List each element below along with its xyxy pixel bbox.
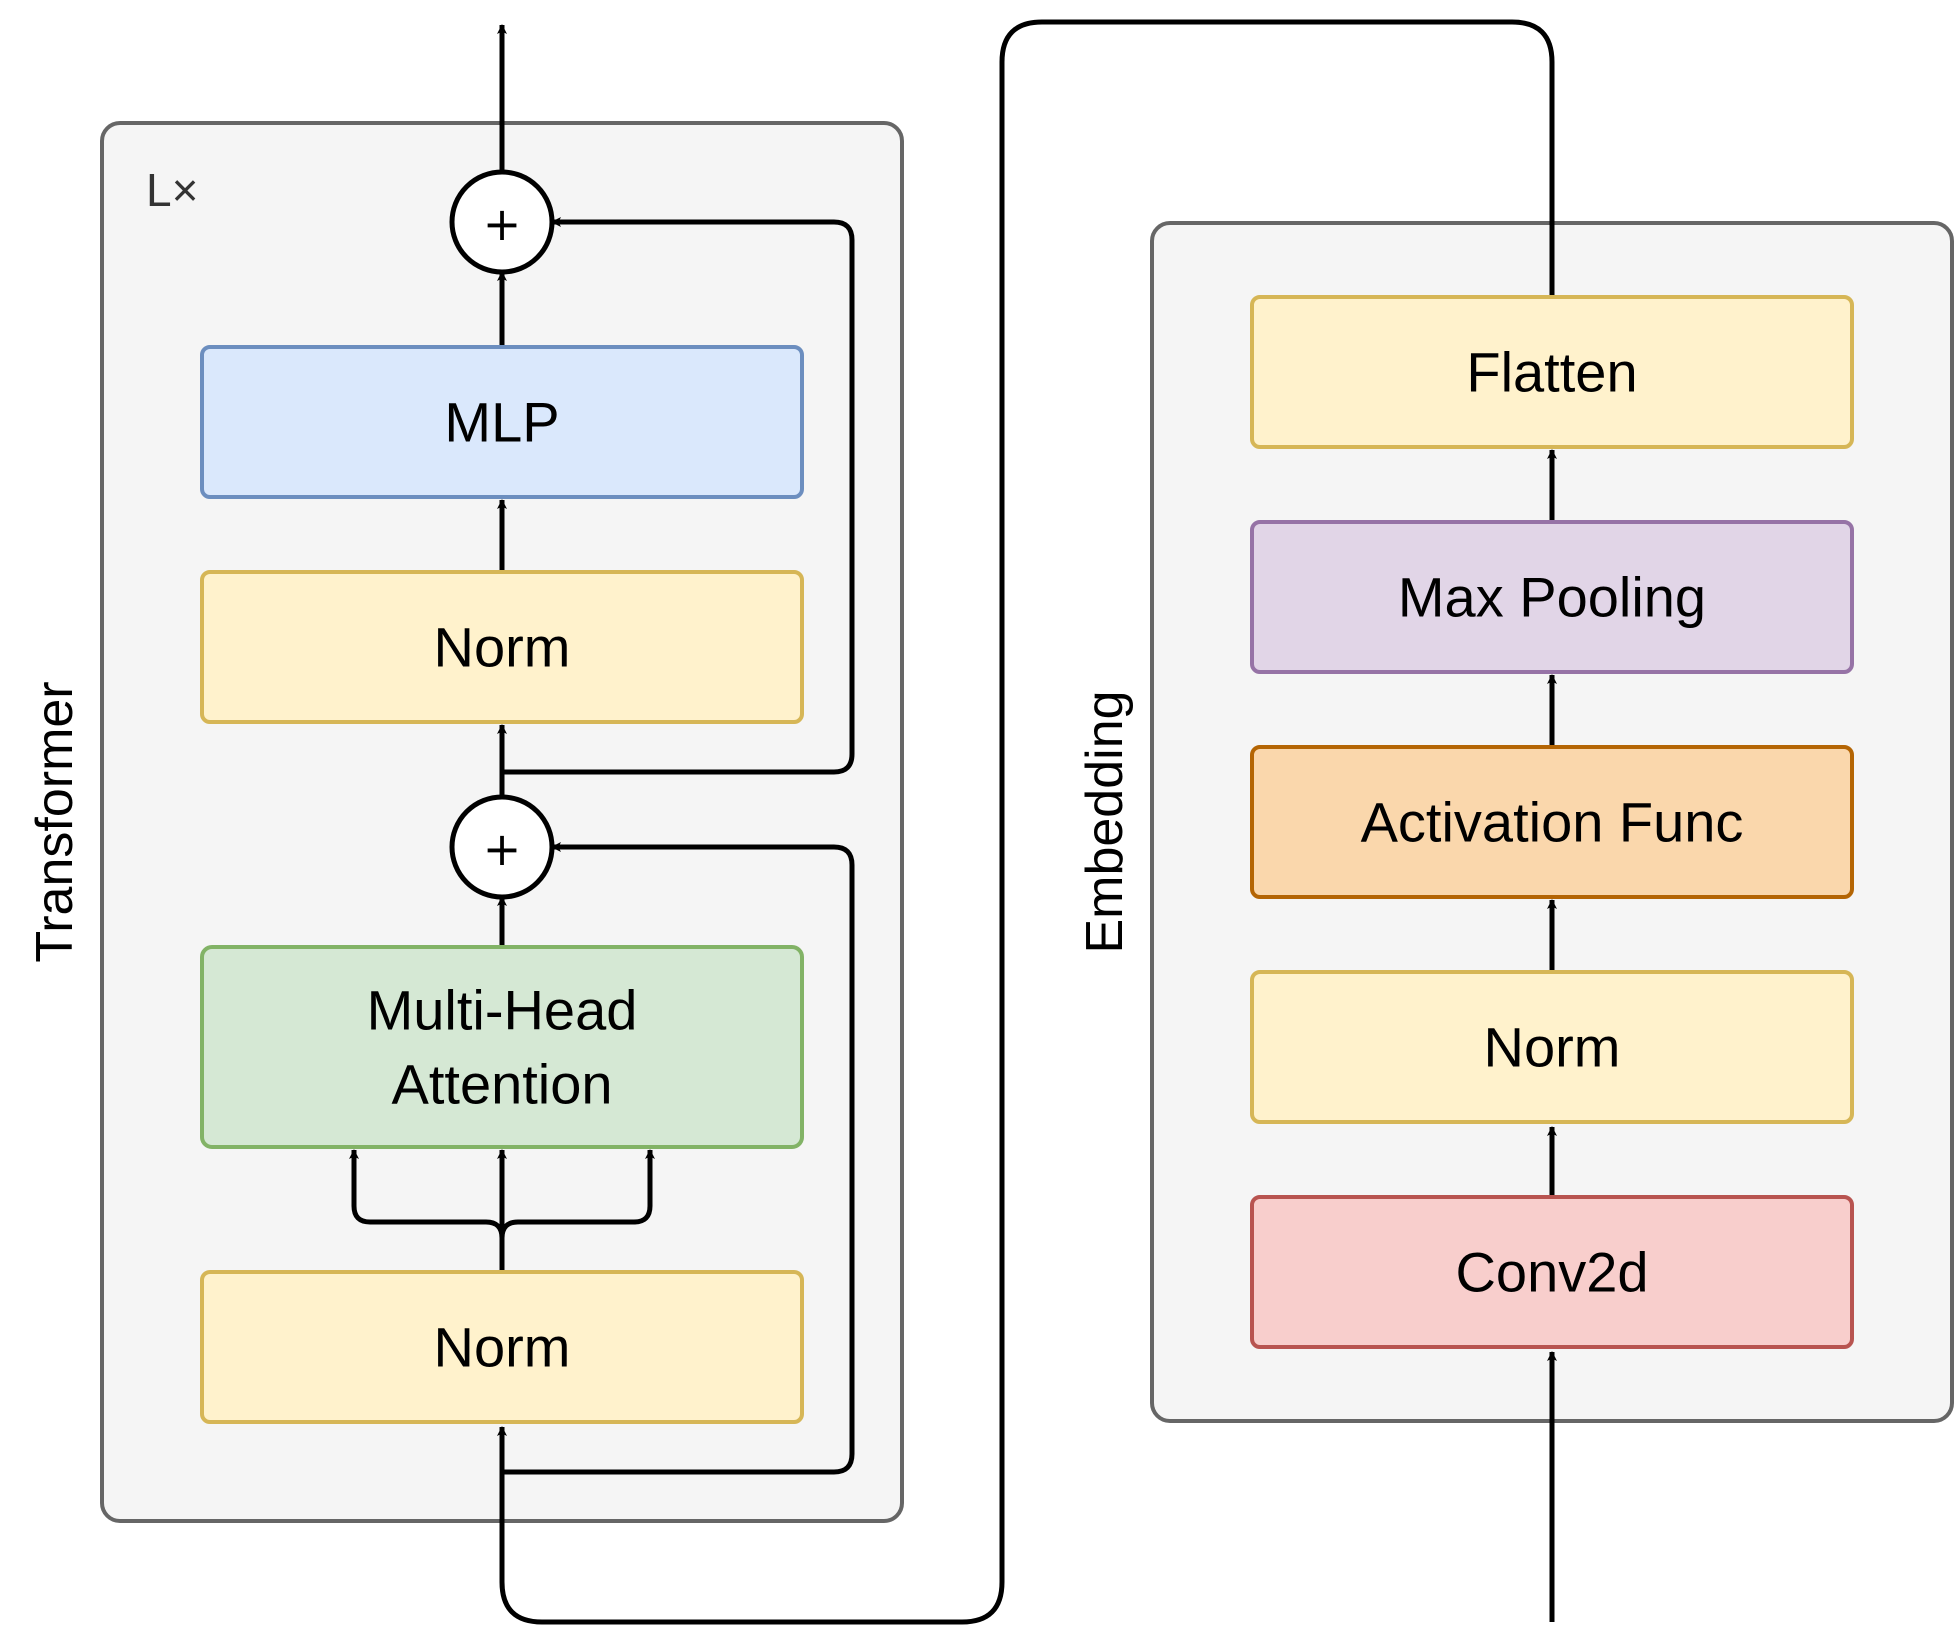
add-node-upper: + (449, 169, 555, 275)
residual-skip-lower (502, 842, 855, 1475)
embedding-to-transformer-link (497, 19, 1555, 1625)
max-pooling-label: Max Pooling (1398, 566, 1706, 629)
activation-label: Activation Func (1361, 791, 1744, 854)
norm-lower-label: Norm (434, 1316, 571, 1379)
activation-block[interactable]: Activation Func (1250, 745, 1854, 899)
norm-block-lower[interactable]: Norm (200, 1270, 804, 1424)
flatten-block[interactable]: Flatten (1250, 295, 1854, 449)
conv2d-label: Conv2d (1455, 1241, 1648, 1304)
embedding-norm-block[interactable]: Norm (1250, 970, 1854, 1124)
norm-upper-label: Norm (434, 616, 571, 679)
flatten-label: Flatten (1466, 341, 1637, 404)
max-pooling-block[interactable]: Max Pooling (1250, 520, 1854, 674)
norm-block-upper[interactable]: Norm (200, 570, 804, 724)
multi-head-attention-block[interactable]: Multi-Head Attention (200, 945, 804, 1149)
add-node-lower: + (449, 794, 555, 900)
embedding-title: Embedding (1076, 690, 1134, 953)
mlp-block[interactable]: MLP (200, 345, 804, 499)
residual-skip-upper (502, 217, 855, 775)
repeat-count-label: L× (146, 164, 198, 216)
conv2d-block[interactable]: Conv2d (1250, 1195, 1854, 1349)
transformer-title: Transformer (26, 681, 84, 962)
attention-label-line1: Multi-Head (367, 979, 638, 1042)
attention-label-line2: Attention (391, 1053, 612, 1116)
mlp-label: MLP (444, 391, 559, 454)
embedding-norm-label: Norm (1484, 1016, 1621, 1079)
add-lower-symbol: + (483, 822, 522, 876)
connectors (349, 19, 1557, 1625)
add-upper-symbol: + (483, 197, 522, 251)
norm-to-attention-right (499, 1149, 655, 1272)
